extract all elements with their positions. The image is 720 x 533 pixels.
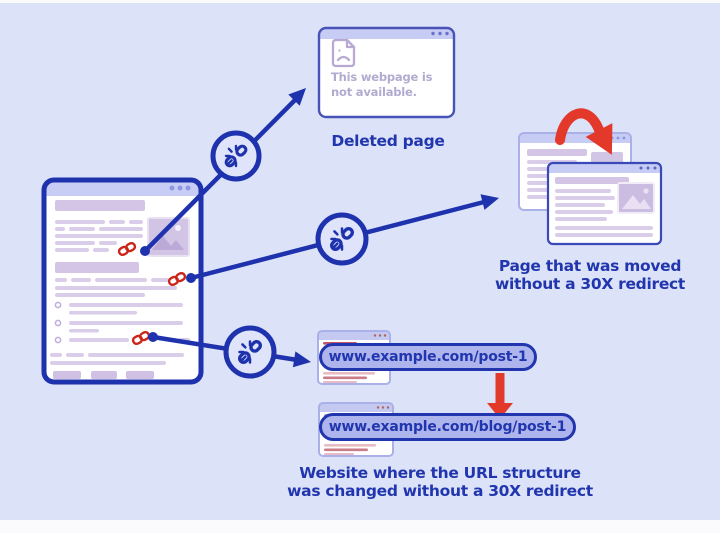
broken-link-badge xyxy=(223,325,277,379)
url-bar-old: www.example.com/post-1 xyxy=(319,343,537,371)
window-controls-icon xyxy=(376,406,390,409)
message-line-1: This webpage is xyxy=(331,70,433,84)
url-old-text: www.example.com/post-1 xyxy=(328,349,528,365)
deleted-page-window xyxy=(317,26,456,119)
broken-link-badge xyxy=(210,130,262,182)
message-line-2: not available. xyxy=(331,85,417,99)
url-changed-label-line2: was changed without a 30X redirect xyxy=(287,482,593,500)
page-not-found-icon xyxy=(331,38,356,68)
window-controls-icon xyxy=(610,136,626,140)
source-page-window xyxy=(41,177,204,385)
redirect-curved-arrow-icon xyxy=(555,108,613,155)
url-bar-new: www.example.com/blog/post-1 xyxy=(319,413,576,441)
url-changed-label: Website where the URL structure was chan… xyxy=(272,464,608,500)
window-controls-icon xyxy=(169,185,191,191)
window-controls-icon xyxy=(639,166,657,170)
broken-link-badge xyxy=(315,212,369,266)
url-new-text: www.example.com/blog/post-1 xyxy=(328,419,567,435)
url-changed-label-line1: Website where the URL structure xyxy=(299,464,581,482)
deleted-page-label: Deleted page xyxy=(331,132,445,150)
window-controls-icon xyxy=(431,31,449,36)
webpage-not-available-message: This webpage is not available. xyxy=(331,70,443,100)
redirect-down-arrow-icon xyxy=(487,373,513,419)
moved-page-front-window xyxy=(546,161,663,246)
moved-page-label-line1: Page that was moved xyxy=(498,257,682,275)
moved-page-label-line2: without a 30X redirect xyxy=(494,275,686,293)
image-placeholder-icon xyxy=(147,217,190,257)
image-placeholder-icon xyxy=(617,182,655,214)
moved-page-label: Page that was moved without a 30X redire… xyxy=(474,257,706,293)
window-controls-icon xyxy=(373,334,387,337)
